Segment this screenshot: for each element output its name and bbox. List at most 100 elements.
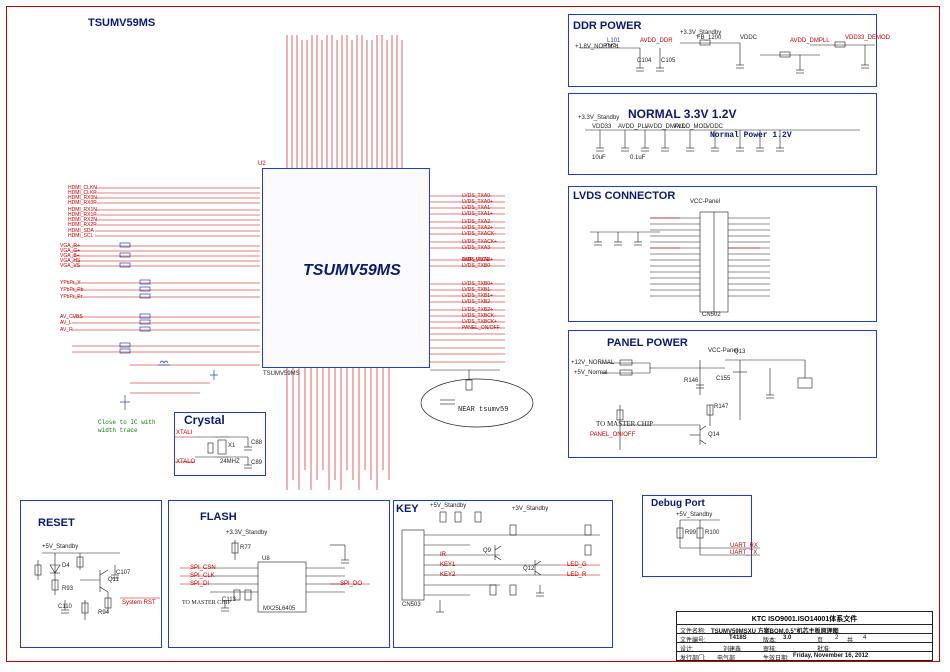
debug-circuit <box>676 519 760 556</box>
right-net-label: LVDS_TXB2- <box>462 299 492 305</box>
left-net-label: HDMI_RX0N <box>68 195 97 201</box>
right-net-label: LVDS_TXA3+ <box>462 257 493 263</box>
title-block-file-name: TSUMV59MSXU 方案BOM.0.5”机芯主板原理图 <box>711 629 839 635</box>
crystal-label: C88 <box>251 440 263 446</box>
right-net-label: LVDS_TXB0- <box>462 263 492 269</box>
normal-label: VDD33 <box>592 124 612 130</box>
ddr-label: AVDD_DDR <box>640 38 673 44</box>
right-net-label: PANEL_ON/OFF <box>462 325 500 331</box>
title-block-date-label: 生效日期: <box>763 656 789 662</box>
right-net-label: LVDS_TXACK+ <box>462 239 498 245</box>
chip-top-pins <box>286 35 403 168</box>
left-net-label: HDMI_SDA <box>68 228 94 234</box>
normal-power-box <box>568 93 877 175</box>
key-nets <box>560 564 600 576</box>
panel-label: PANEL_ON/OFF <box>590 432 636 438</box>
panel-power-title: PANEL POWER <box>607 337 688 349</box>
left-net-label: HDMI_CLKP <box>68 190 97 196</box>
right-net-label: LVDS_TXBCK- <box>462 313 496 319</box>
normal-label: VDDC <box>706 124 724 130</box>
lvds-net-lines <box>650 217 760 249</box>
flash-label: MX25L6405 <box>263 606 296 612</box>
left-net-label: VGA_R+ <box>60 243 80 249</box>
left-net-label: YPbPr_Pb <box>60 287 84 293</box>
normal-label: AVDD_MOD <box>674 124 708 130</box>
right-net-label: LVDS_TXA0+ <box>462 199 493 205</box>
panel-label: R146 <box>684 378 699 384</box>
crystal-nets <box>175 436 195 463</box>
title-block-of: 4 <box>863 635 867 641</box>
flash-label: R77 <box>240 545 252 551</box>
right-output-wires <box>430 195 505 363</box>
key-label: LED_R <box>567 572 587 578</box>
left-net-label: AV_CVBS <box>60 314 83 320</box>
key-circuit <box>401 511 600 613</box>
left-net-label: YPbPr_Pr <box>60 294 83 300</box>
normal-power-caps <box>585 129 860 152</box>
right-net-label: LVDS_TXA1+ <box>462 211 493 217</box>
crystal-label: C89 <box>251 460 263 466</box>
debug-label: R100 <box>705 530 720 536</box>
debug-label: UART_TX <box>730 550 758 556</box>
flash-label: SPI_DO <box>340 581 363 587</box>
title-block-approve-label: 批准: <box>817 647 831 653</box>
key-title: KEY <box>396 503 419 515</box>
left-net-label: VGA_B+ <box>60 253 80 259</box>
key-label: CN503 <box>402 602 421 608</box>
flash-box <box>168 500 390 648</box>
title-block-doc-label: 文件编号: <box>680 638 706 644</box>
left-net-label: HDMI_RX1P <box>68 212 97 218</box>
near-note: NEAR tsumv59 <box>458 406 509 414</box>
debug-port-box <box>642 495 752 577</box>
main-chip-footprint: TSUMV59MS <box>263 371 300 377</box>
normal-label: AVDD_DMPLL <box>646 124 686 130</box>
normal-label: +3.3V_Standby <box>578 115 620 121</box>
key-label: KEY1 <box>440 562 456 568</box>
ddr-label: +3.3V_Standby <box>680 30 722 36</box>
ddr-label: +1.8V_NORMAL <box>575 44 620 50</box>
title-block: KTC ISO9001.ISO14001体系文件 文件名称: TSUMV59MS… <box>676 611 933 662</box>
right-net-label: LVDS_TXB0+ <box>462 281 493 287</box>
normal-label: 0.1uF <box>630 155 646 161</box>
flash-label: SPI_CLK <box>190 573 215 579</box>
debug-label: UART_RX <box>730 543 758 549</box>
title-block-designer: 刘建鑫 <box>723 647 742 653</box>
ddr-label: FB_1200 <box>697 35 722 41</box>
reset-circuit <box>34 552 120 620</box>
left-net-label: VGA_G+ <box>60 248 81 254</box>
panel-label: +12V_NORMAL <box>571 360 615 366</box>
key-label: +5V_Standby <box>430 503 467 509</box>
right-net-label: LVDS_TXA2- <box>462 219 492 225</box>
title-block-company: KTC ISO9001.ISO14001体系文件 <box>751 616 858 623</box>
normal-power-note: Normal Power 1.2V <box>710 131 792 140</box>
ddr-label: VDD33_DEMOD <box>845 35 891 41</box>
flash-label: TO MASTER CHIP <box>182 600 231 606</box>
reset-label: Q11 <box>108 577 119 583</box>
reset-box <box>20 500 162 648</box>
reset-label: R93 <box>62 586 74 592</box>
chip-bottom-pins <box>286 368 390 490</box>
key-label: IR <box>440 552 446 558</box>
flash-label: C113 <box>222 597 236 603</box>
lvds-label: CN502 <box>702 312 721 318</box>
reset-label: +5V_Standby <box>42 544 79 550</box>
sheet-border <box>6 6 940 662</box>
reset-label: C110 <box>58 604 72 610</box>
key-label: +3V_Standby <box>512 506 549 512</box>
left-net-label: HDMI_RX0P <box>68 200 97 206</box>
key-label: LED_G <box>567 562 587 568</box>
title-block-version-label: 版本: <box>763 638 777 644</box>
ddr-power-box <box>568 14 877 87</box>
debug-label: R99 <box>685 530 697 536</box>
crystal-label: XTALI <box>176 430 193 436</box>
ddr-wiring <box>580 39 875 74</box>
main-chip-name: TSUMV59MS <box>303 262 401 279</box>
title-block-sheet-label: 页 <box>817 638 824 644</box>
right-net-label: LVDS_TXA1- <box>462 205 492 211</box>
lvds-label: VCC-Panel <box>690 199 721 205</box>
left-net-label: YPbPr_Y <box>60 280 81 286</box>
ddr-label: AVDD_DMPLL <box>790 38 830 44</box>
flash-circuit <box>210 540 349 613</box>
key-label: Q12 <box>523 566 535 572</box>
